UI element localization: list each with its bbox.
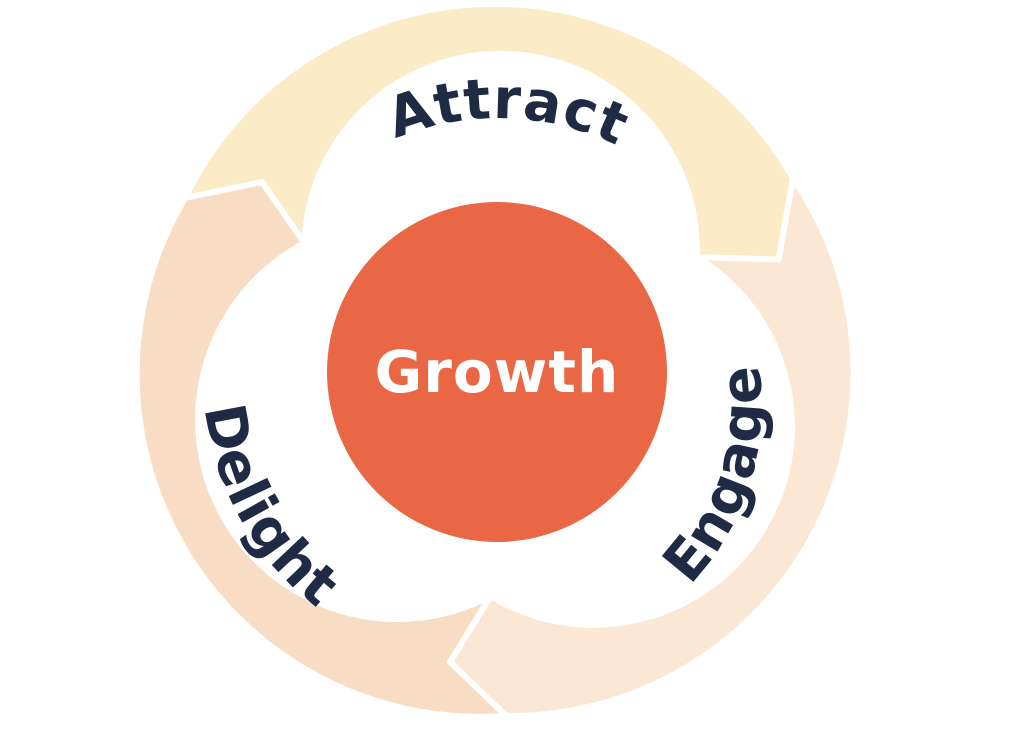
ring-segments — [133, 0, 857, 720]
center-hub — [327, 202, 667, 542]
segment-attract — [182, 0, 797, 263]
center-label: Growth — [375, 338, 620, 406]
segment-delight — [133, 179, 509, 720]
segment-engage — [447, 175, 857, 719]
